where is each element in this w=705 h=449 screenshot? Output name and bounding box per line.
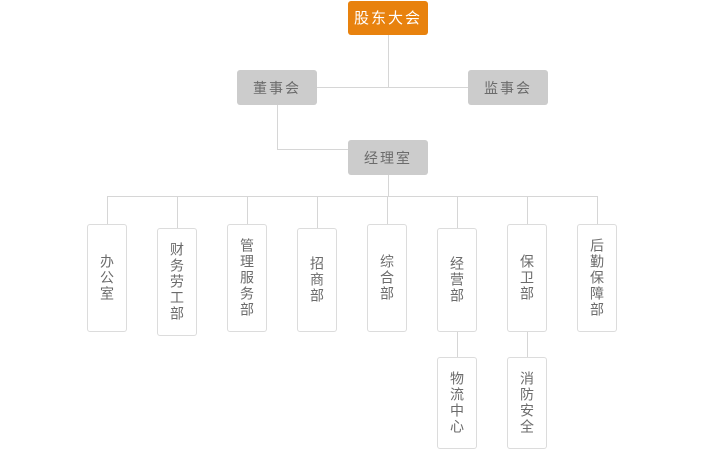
- dept-label: 财务劳工部: [169, 242, 185, 322]
- node-manager-office[interactable]: 经理室: [348, 140, 428, 175]
- connector-drop-investment: [317, 196, 318, 228]
- connector-level2-bus: [317, 87, 468, 88]
- dept-box-general[interactable]: 综合部: [367, 224, 407, 332]
- dept-label: 后勤保障部: [589, 238, 605, 318]
- connector-drop-security: [527, 196, 528, 224]
- dept-box-investment[interactable]: 招商部: [297, 228, 337, 332]
- connector-manager-drop: [388, 175, 389, 196]
- dept-box-logistics-center[interactable]: 物流中心: [437, 357, 477, 449]
- connector-directors-to-manager: [277, 149, 388, 150]
- dept-label: 经营部: [449, 256, 465, 304]
- connector-drop-finance-labor: [177, 196, 178, 228]
- connector-directors-drop: [277, 105, 278, 149]
- dept-box-fire-safety[interactable]: 消防安全: [507, 357, 547, 449]
- dept-box-logistics-support[interactable]: 后勤保障部: [577, 224, 617, 332]
- connector-drop-general: [387, 196, 388, 224]
- dept-label: 管理服务部: [239, 238, 255, 318]
- node-board-of-supervisors[interactable]: 监事会: [468, 70, 548, 105]
- connector-root-to-level2: [388, 35, 389, 87]
- dept-box-management-service[interactable]: 管理服务部: [227, 224, 267, 332]
- connector-department-bus: [107, 196, 597, 197]
- connector-drop-operations: [457, 196, 458, 228]
- connector-operations-to-logistics-center: [457, 332, 458, 357]
- node-label: 监事会: [484, 79, 532, 96]
- dept-box-security[interactable]: 保卫部: [507, 224, 547, 332]
- dept-label: 保卫部: [519, 254, 535, 302]
- dept-label: 招商部: [309, 256, 325, 304]
- dept-label: 物流中心: [449, 371, 465, 435]
- dept-label: 综合部: [379, 254, 395, 302]
- connector-drop-logistics-support: [597, 196, 598, 224]
- dept-label: 办公室: [99, 254, 115, 302]
- dept-box-operations[interactable]: 经营部: [437, 228, 477, 332]
- connector-security-to-fire-safety: [527, 332, 528, 357]
- node-label: 董事会: [253, 79, 301, 96]
- dept-label: 消防安全: [519, 371, 535, 435]
- node-label: 股东大会: [353, 9, 422, 27]
- connector-drop-management-service: [247, 196, 248, 224]
- node-shareholders-meeting[interactable]: 股东大会: [348, 1, 428, 35]
- node-label: 经理室: [364, 149, 412, 166]
- connector-drop-office: [107, 196, 108, 224]
- dept-box-finance-labor[interactable]: 财务劳工部: [157, 228, 197, 336]
- dept-box-office[interactable]: 办公室: [87, 224, 127, 332]
- node-board-of-directors[interactable]: 董事会: [237, 70, 317, 105]
